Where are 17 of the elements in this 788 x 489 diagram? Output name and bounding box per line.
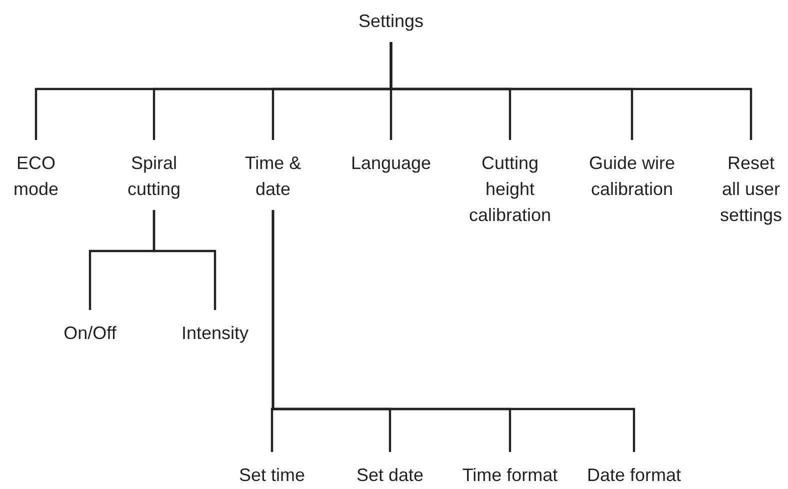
- menu-item-label: Intensity: [181, 320, 249, 346]
- menu-item-label: On/Off: [64, 320, 116, 346]
- menu-item-label: Cutting height calibration: [462, 150, 558, 228]
- menu-item-label: Time & date: [233, 150, 313, 202]
- menu-item-label: Spiral cutting: [121, 150, 187, 202]
- menu-item-label: Language: [350, 150, 432, 176]
- connector-line: [272, 210, 636, 452]
- menu-item-label: Set date: [356, 462, 424, 488]
- connector-line: [390, 42, 752, 140]
- menu-item-label: Guide wire calibration: [582, 150, 682, 202]
- connector-line: [152, 210, 216, 310]
- menu-item-label: Date format: [586, 462, 682, 488]
- menu-item-label: Settings: [358, 8, 424, 34]
- menu-item-label: Reset all user settings: [718, 150, 784, 228]
- menu-item-label: Time format: [462, 462, 558, 488]
- menu-item-label: Set time: [238, 462, 306, 488]
- menu-item-label: ECO mode: [8, 150, 64, 202]
